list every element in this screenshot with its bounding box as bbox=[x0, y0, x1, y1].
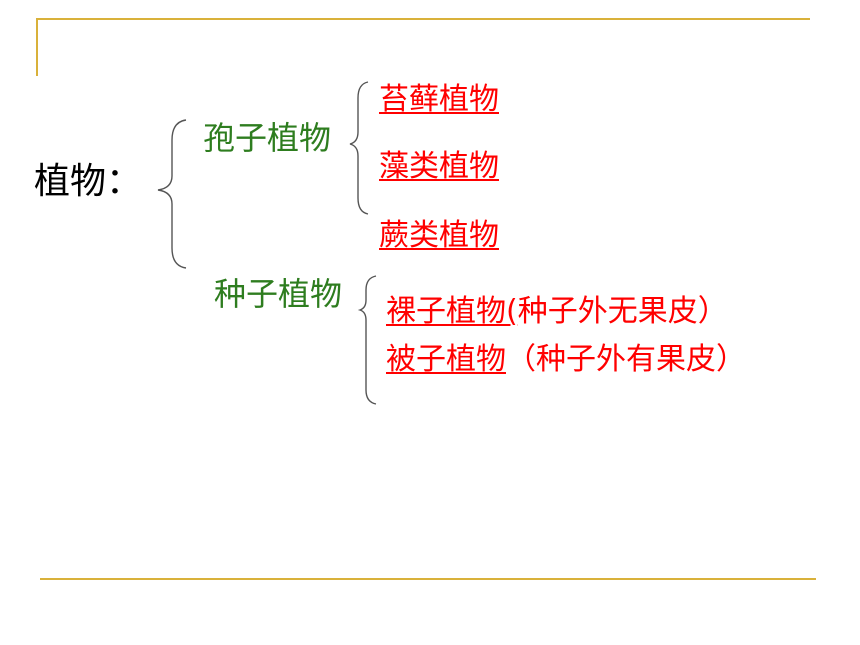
leaf-moss-plants: 苔藓植物 bbox=[379, 85, 499, 115]
leaf-name: 藻类植物 bbox=[379, 149, 499, 184]
frame-bottom-rule bbox=[40, 578, 816, 580]
leaf-name: 被子植物 bbox=[386, 342, 506, 377]
leaf-algae-plants: 藻类植物 bbox=[379, 152, 499, 182]
root-label: 植物： bbox=[34, 161, 143, 202]
leaf-angiosperms: 被子植物（种子外有果皮） bbox=[386, 345, 746, 375]
leaf-name: 裸子植物( bbox=[386, 294, 518, 329]
category-spore-plants: 孢子植物 bbox=[203, 119, 332, 157]
leaf-name: 苔藓植物 bbox=[379, 82, 499, 117]
frame-top-rule bbox=[36, 18, 810, 20]
category-seed-plants: 种子植物 bbox=[214, 275, 343, 313]
leaf-note: （种子外有果皮） bbox=[506, 342, 746, 377]
frame-left-rule bbox=[36, 18, 38, 76]
spore-brace bbox=[349, 81, 369, 215]
leaf-gymnosperms: 裸子植物(种子外无果皮） bbox=[386, 297, 728, 327]
leaf-note: 种子外无果皮） bbox=[517, 294, 728, 329]
seed-brace bbox=[357, 275, 377, 405]
leaf-name: 蕨类植物 bbox=[379, 218, 499, 253]
leaf-fern-plants: 蕨类植物 bbox=[379, 221, 499, 251]
root-brace bbox=[157, 119, 187, 269]
